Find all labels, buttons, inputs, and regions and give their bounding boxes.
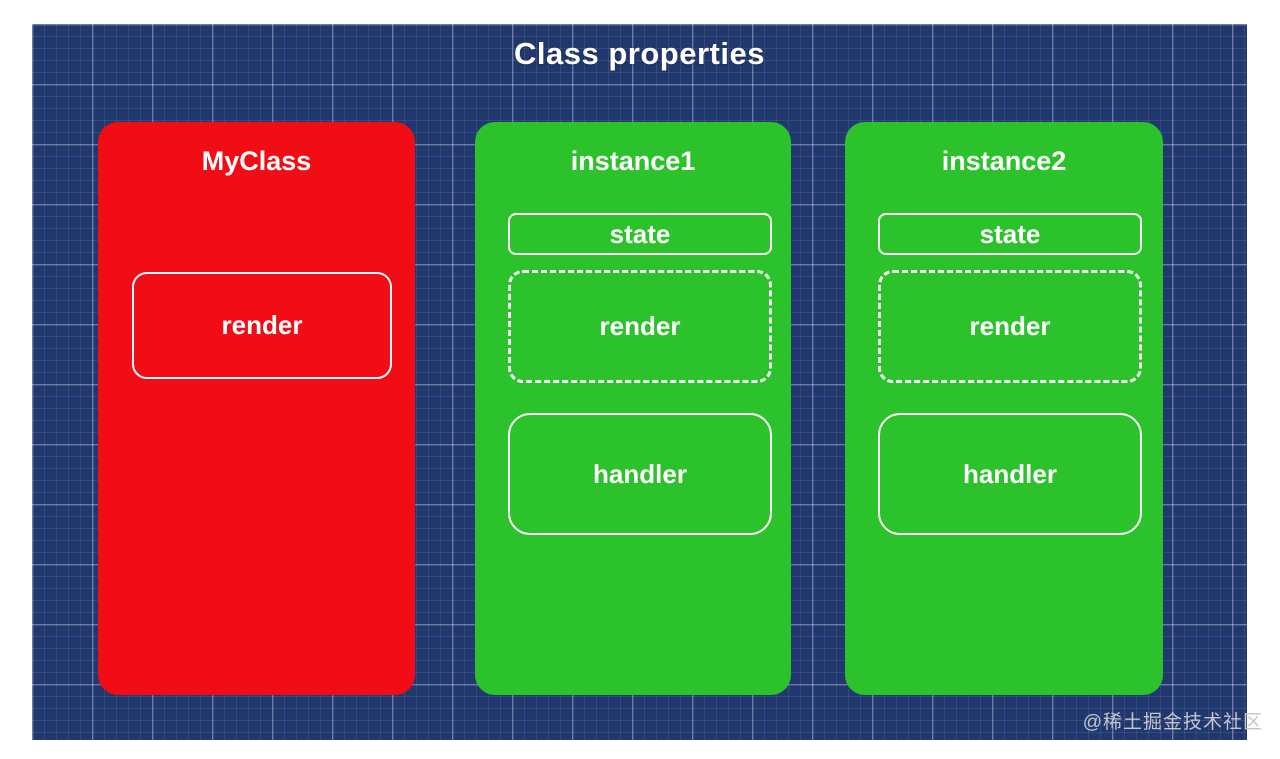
card-myclass: MyClass render (98, 122, 415, 695)
instance2-handler-label: handler (963, 458, 1057, 489)
card-instance1-title: instance1 (570, 146, 696, 176)
instance1-handler-box: handler (508, 413, 772, 535)
instance2-state-label: state (979, 218, 1041, 249)
card-instance1: instance1 state render handler (475, 122, 791, 695)
instance2-render-box: render (878, 270, 1142, 383)
instance1-state-label: state (609, 218, 671, 249)
instance1-render-box: render (508, 270, 772, 383)
myclass-render-box: render (132, 272, 392, 379)
card-myclass-title: MyClass (201, 146, 312, 176)
card-instance2-title: instance2 (941, 146, 1067, 176)
instance2-state-box: state (878, 213, 1142, 255)
instance2-handler-box: handler (878, 413, 1142, 535)
instance2-render-label: render (969, 311, 1051, 341)
instance1-handler-label: handler (593, 458, 687, 489)
diagram-title: Class properties (514, 36, 765, 71)
myclass-render-label: render (221, 310, 303, 340)
card-instance2: instance2 state render handler (845, 122, 1163, 695)
blueprint-background: Class properties MyClass render instance… (32, 24, 1247, 740)
instance1-state-box: state (508, 213, 772, 255)
watermark: @稀土掘金技术社区 (1082, 712, 1263, 733)
instance1-render-label: render (599, 311, 681, 341)
